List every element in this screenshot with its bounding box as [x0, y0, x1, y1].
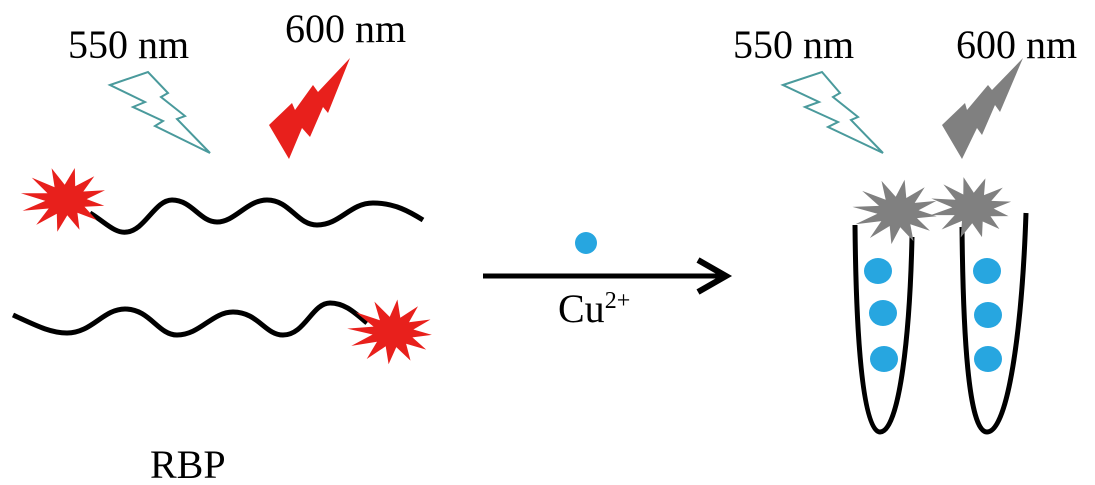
bound-copper-dot: [974, 346, 1002, 372]
probe-strand-bottom: [11, 300, 369, 338]
copper-ion-dot: [575, 232, 597, 254]
star-shape: [852, 179, 937, 245]
red-emission-lightning-icon: [269, 58, 350, 159]
bound-copper-dot: [869, 300, 897, 326]
right-excitation-label: 550 nm: [733, 22, 854, 67]
bound-copper-dot: [864, 258, 892, 284]
left-excitation-label: 550 nm: [68, 22, 189, 67]
gray-quenched-fluorophore-star-icon: [930, 177, 1012, 238]
gray-quenched-fluorophore-star-icon: [852, 179, 937, 245]
red-fluorophore-star-icon: [20, 168, 105, 232]
red-fluorophore-star-icon: [347, 299, 432, 365]
star-shape: [347, 299, 432, 365]
probe-label: RBP: [150, 442, 226, 485]
folded-probe-left: [852, 224, 915, 435]
right-emission-label: 600 nm: [956, 22, 1077, 67]
copper-ion-label: Cu2+: [558, 286, 630, 331]
folded-probe-right: [959, 212, 1029, 435]
star-shape: [930, 177, 1012, 238]
bound-copper-dot: [870, 346, 898, 372]
probe-strand-top: [88, 197, 425, 235]
star-shape: [20, 168, 105, 232]
bound-copper-dot: [973, 258, 1001, 284]
bound-copper-dot: [974, 302, 1002, 328]
excitation-lightning-icon: [780, 70, 884, 154]
gray-quenched-emission-lightning-icon: [942, 58, 1023, 159]
excitation-lightning-icon: [107, 70, 211, 154]
left-emission-label: 600 nm: [285, 6, 406, 51]
